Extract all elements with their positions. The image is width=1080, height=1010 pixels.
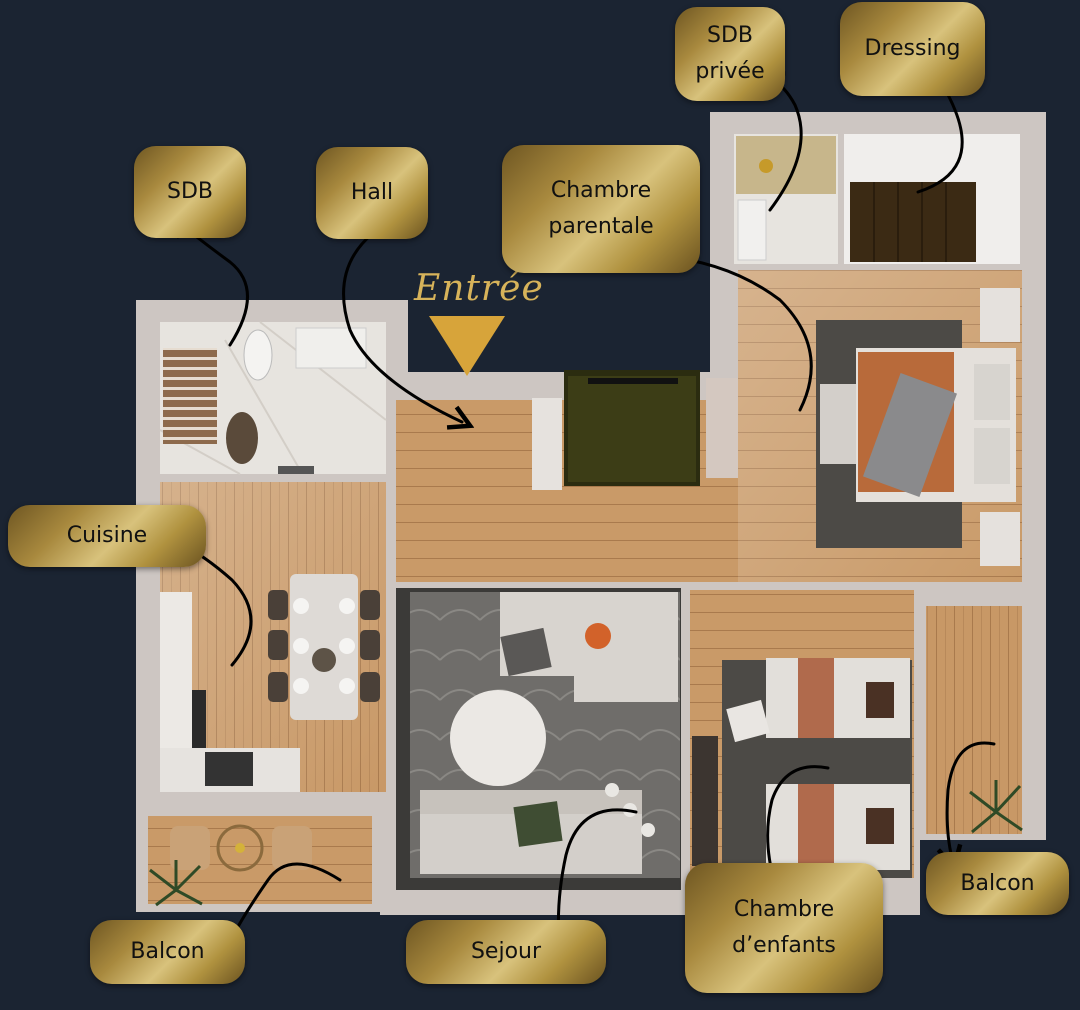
- entree-arrow-icon: [429, 316, 505, 376]
- sejour-room: [396, 588, 681, 890]
- entree-label: Entrée: [414, 268, 544, 309]
- label-dressing: Dressing: [840, 2, 985, 96]
- dressing-room: [844, 134, 1020, 264]
- label-sdb-privee: SDB privée: [675, 7, 785, 101]
- label-balcon-left: Balcon: [90, 920, 245, 984]
- label-chambre-parentale: Chambre parentale: [502, 145, 700, 273]
- label-balcon-right: Balcon: [926, 852, 1069, 915]
- chambre-parentale-room: [738, 270, 1022, 582]
- chambre-enfants-room: [690, 590, 914, 878]
- sdb-privee-room: [734, 134, 838, 264]
- label-hall: Hall: [316, 147, 428, 239]
- label-chambre-enfants: Chambre d’enfants: [685, 863, 883, 993]
- sdb-room: [159, 321, 387, 475]
- label-cuisine: Cuisine: [8, 505, 206, 567]
- label-sejour: Sejour: [406, 920, 606, 984]
- label-sdb: SDB: [134, 146, 246, 238]
- balcon-right-room: [926, 606, 1023, 834]
- hall-room: [396, 370, 780, 582]
